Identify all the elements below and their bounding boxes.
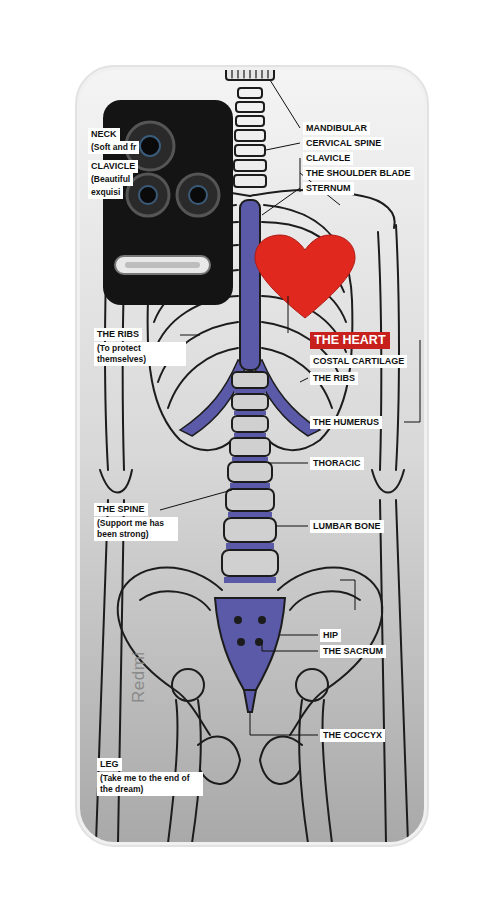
highlight-label: THE HEART — [310, 332, 390, 349]
skeleton — [96, 70, 408, 842]
part-label: (Soft and fr — [88, 141, 139, 154]
part-label: THE RIBS — [94, 328, 142, 341]
part-label: (Support me has been strong) — [94, 517, 178, 541]
part-label: (To protect themselves) — [94, 342, 186, 366]
case-back — [80, 70, 424, 842]
part-label: STERNUM — [303, 182, 354, 195]
part-label: CLAVICLE — [303, 152, 353, 165]
part-label: THE SACRUM — [320, 645, 386, 658]
camera-module — [103, 100, 233, 305]
part-label: COSTAL CARTILAGE — [310, 355, 407, 368]
part-label: NECK — [88, 128, 120, 141]
part-label: LEG — [97, 758, 122, 771]
brand-mark: Redmi — [132, 648, 145, 706]
case-rim — [76, 66, 428, 846]
part-label: (Beautiful — [88, 173, 133, 186]
part-label: THE SHOULDER BLADE — [303, 167, 414, 180]
part-label: THE HUMERUS — [310, 416, 382, 429]
part-label: THE COCCYX — [320, 729, 385, 742]
part-label: (Take me to the end of the dream) — [97, 772, 203, 796]
part-label: CERVICAL SPINE — [303, 137, 384, 150]
part-label: THE SPINE — [94, 503, 148, 516]
part-label: MANDIBULAR — [303, 122, 370, 135]
part-label: HIP — [320, 629, 341, 642]
part-label: THORACIC — [310, 457, 364, 470]
leader-lines — [160, 80, 420, 735]
heart-shape — [255, 235, 355, 318]
part-label: LUMBAR BONE — [310, 520, 384, 533]
part-label: CLAVICLE — [88, 160, 138, 173]
part-label: THE RIBS — [310, 372, 358, 385]
part-label: exquisi — [88, 186, 123, 199]
